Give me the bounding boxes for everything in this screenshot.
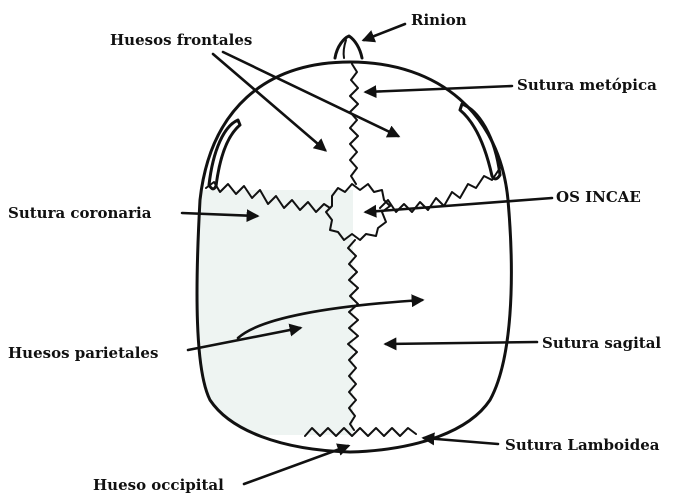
left-ear bbox=[209, 120, 240, 189]
lambdoid-arrow bbox=[424, 438, 498, 444]
metopic-arrow bbox=[366, 86, 512, 92]
metopic-suture bbox=[350, 64, 358, 184]
label-sutura-coronaria: Sutura coronaria bbox=[8, 204, 152, 222]
left-parietal-region bbox=[195, 190, 353, 435]
occipital-arrow bbox=[244, 446, 348, 484]
label-os-incae: OS INCAE bbox=[556, 188, 641, 206]
incae-arrow bbox=[366, 198, 552, 212]
right-ear bbox=[460, 104, 500, 179]
label-huesos-frontales: Huesos frontales bbox=[110, 31, 252, 49]
label-hueso-occipital: Hueso occipital bbox=[93, 476, 224, 494]
sagittal-arrow bbox=[386, 342, 537, 344]
rinion-arrow bbox=[364, 24, 405, 40]
label-rinion: Rinion bbox=[411, 11, 467, 29]
rinion-tip bbox=[335, 36, 362, 58]
label-sutura-metopica: Sutura metópica bbox=[517, 76, 657, 94]
label-sutura-sagital: Sutura sagital bbox=[542, 334, 661, 352]
label-huesos-parietales: Huesos parietales bbox=[8, 344, 158, 362]
label-sutura-lamboidea: Sutura Lamboidea bbox=[505, 436, 660, 454]
